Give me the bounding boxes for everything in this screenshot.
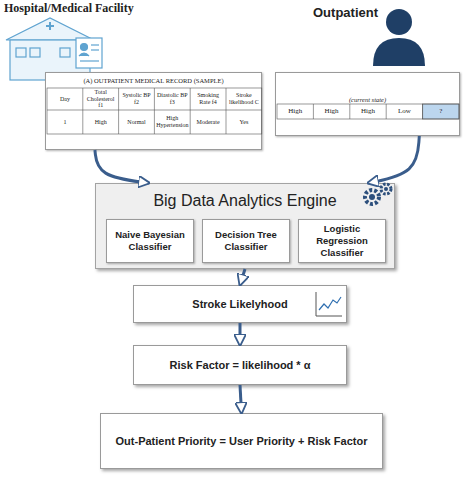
current-state-box: (current state) bbox=[275, 72, 460, 136]
hospital-illustration bbox=[6, 18, 102, 80]
hospital-window bbox=[30, 48, 40, 57]
node-text: Big Data Analytics Engine bbox=[153, 192, 336, 210]
flow-arrow bbox=[240, 269, 245, 285]
hospital-roof bbox=[6, 18, 94, 40]
facility-label: Hospital/Medical Facility bbox=[4, 0, 174, 16]
table-header: Stroke likelihood C bbox=[226, 88, 262, 110]
record-card bbox=[76, 38, 102, 68]
hospital-window bbox=[16, 48, 26, 57]
process-box: Stroke Likelyhood bbox=[133, 285, 347, 323]
table-cell: ? bbox=[423, 104, 459, 119]
classifier-box: Naive Bayesian Classifier bbox=[106, 219, 194, 263]
card-person bbox=[79, 53, 89, 56]
person-body bbox=[373, 38, 425, 66]
table-header: Smoking Rate f4 bbox=[190, 88, 226, 110]
table-cell: Yes bbox=[226, 110, 262, 134]
table-cell: High Hypertension bbox=[154, 110, 190, 134]
flow-arrow bbox=[239, 323, 242, 345]
card-line bbox=[91, 44, 99, 45]
table-cell: 1 bbox=[47, 110, 83, 134]
outpatient-icon bbox=[373, 9, 425, 66]
node-text: Logistic Regression Classifier bbox=[303, 223, 381, 259]
table-header: Diastolic BP f3 bbox=[154, 88, 190, 110]
record-table-box: (A) OUTPATIENT MEDICAL RECORD (SAMPLE) bbox=[45, 72, 262, 150]
hospital-cross bbox=[46, 22, 54, 30]
card-line bbox=[80, 60, 99, 61]
table-cell: High bbox=[277, 104, 313, 119]
table-cell: Normal bbox=[119, 110, 155, 134]
node-text: (current state) bbox=[349, 96, 386, 103]
node-text: Naive Bayesian Classifier bbox=[111, 229, 189, 253]
table-cell: High bbox=[313, 104, 349, 119]
person-head bbox=[386, 9, 412, 35]
table-cell: High bbox=[83, 110, 119, 134]
process-box: Out-Patient Priority = User Priority + R… bbox=[100, 413, 383, 469]
table-cell: Low bbox=[386, 104, 422, 119]
process-box: Risk Factor = likelihood * α bbox=[133, 345, 347, 385]
node-text: (A) OUTPATIENT MEDICAL RECORD (SAMPLE) bbox=[83, 77, 223, 84]
table-header: Systolic BP f2 bbox=[119, 88, 155, 110]
flow-arrow bbox=[368, 136, 419, 183]
table-cell: Moderate bbox=[190, 110, 226, 134]
outpatient-label: Outpatient bbox=[313, 4, 385, 20]
table-header: Total Cholesterol f1 bbox=[83, 88, 119, 110]
card-person bbox=[81, 44, 88, 51]
classifier-box: Logistic Regression Classifier bbox=[298, 219, 386, 263]
flow-arrow bbox=[95, 150, 149, 183]
flow-arrow bbox=[240, 385, 242, 413]
hospital-window bbox=[60, 48, 70, 57]
engine-box: Big Data Analytics EngineNaive Bayesian … bbox=[95, 183, 395, 269]
node-text: Decision Tree Classifier bbox=[207, 229, 285, 253]
card-line bbox=[91, 49, 99, 50]
classifier-box: Decision Tree Classifier bbox=[202, 219, 290, 263]
node-text: Risk Factor = likelihood * α bbox=[170, 359, 311, 371]
table-cell: High bbox=[350, 104, 386, 119]
node-text: Stroke Likelyhood bbox=[192, 298, 287, 310]
node-text: Out-Patient Priority = User Priority + R… bbox=[116, 435, 368, 447]
table-header: Day bbox=[47, 88, 83, 110]
